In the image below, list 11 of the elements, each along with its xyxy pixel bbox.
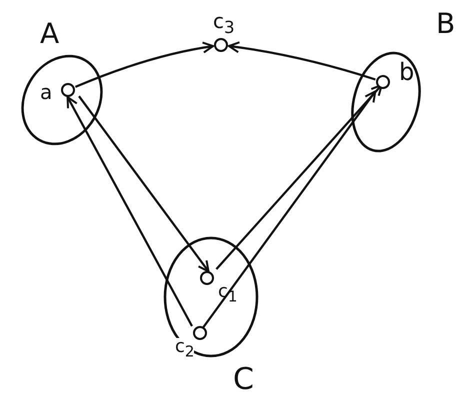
- arrow: [216, 84, 383, 270]
- arrow: [228, 41, 376, 81]
- node-label: a: [40, 82, 52, 102]
- node-label: c$_{3}$: [213, 11, 235, 37]
- node-label: A: [40, 20, 60, 48]
- node-label: B: [436, 10, 456, 38]
- arrow: [74, 42, 214, 88]
- node-label: b: [399, 60, 414, 84]
- arrow: [66, 96, 193, 327]
- node-label: C: [233, 365, 254, 395]
- arrow: [78, 96, 210, 272]
